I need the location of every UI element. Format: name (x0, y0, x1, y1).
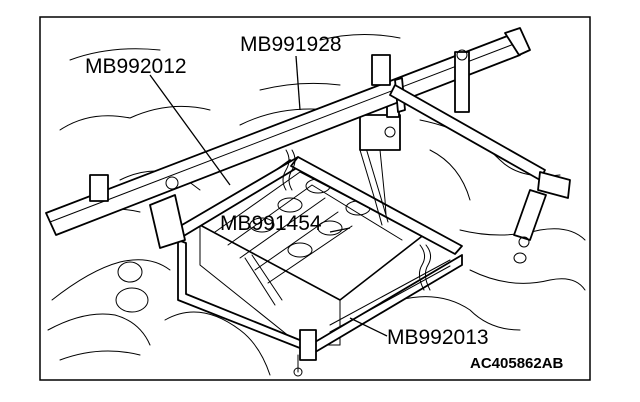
engine-hanger-beam (45, 27, 531, 249)
figure-id: AC405862AB (470, 355, 564, 372)
lifting-chains (282, 147, 432, 291)
label-mb991928: MB991928 (240, 33, 342, 56)
side-support-arm (389, 84, 571, 248)
label-mb991454: MB991454 (220, 212, 322, 235)
engine-bay-background (47, 33, 586, 376)
leader-lines (149, 55, 388, 337)
label-mb992012: MB992012 (85, 55, 187, 78)
label-mb992013: MB992013 (387, 326, 489, 349)
